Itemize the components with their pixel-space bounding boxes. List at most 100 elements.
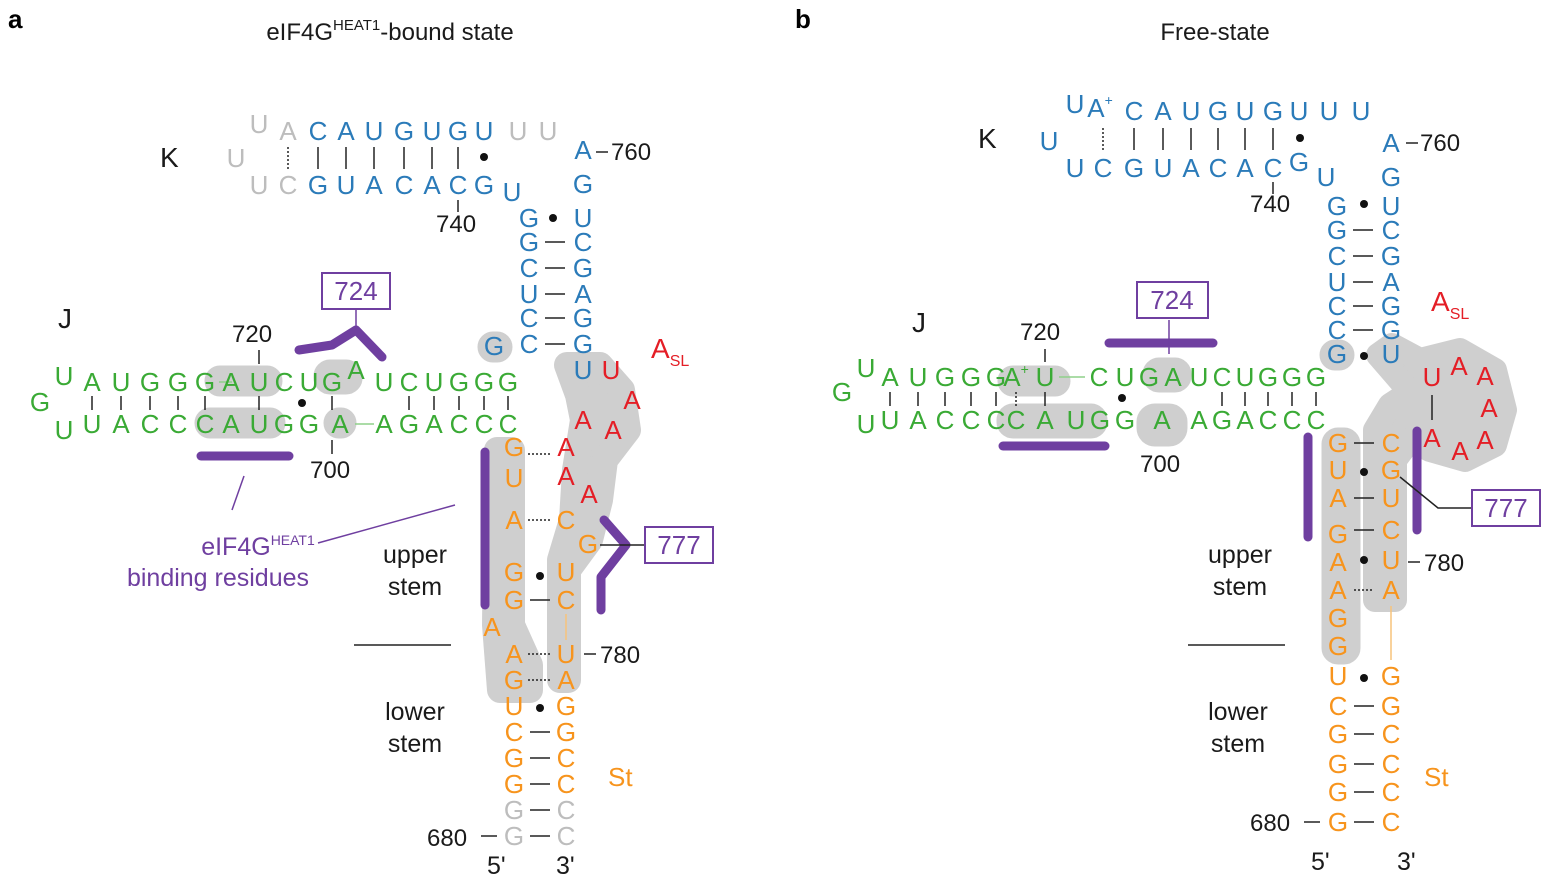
position-780: 780: [1424, 550, 1464, 577]
svg-text:U: U: [1329, 661, 1348, 691]
nucleotide: G: [573, 303, 593, 333]
svg-text:G: G: [399, 409, 419, 439]
upper-stem-label-line2: stem: [388, 573, 442, 601]
svg-text:U: U: [1382, 191, 1401, 221]
svg-text:C: C: [557, 769, 576, 799]
nucleotide: A: [279, 116, 297, 146]
panel-b-J-domain: J 720 G U U AU UA GC GC GC A+C UA U CG U…: [832, 307, 1326, 478]
svg-text:C: C: [505, 717, 524, 747]
svg-text:A: A: [1450, 351, 1468, 381]
domain-label-J: J: [58, 303, 72, 334]
svg-text:C: C: [1329, 691, 1348, 721]
svg-text:G: G: [195, 367, 215, 397]
three-prime-end: 3': [556, 852, 575, 880]
svg-text:U: U: [1067, 405, 1086, 435]
svg-text:A: A: [557, 461, 575, 491]
svg-text:G: G: [504, 432, 524, 462]
svg-text:G: G: [935, 362, 955, 392]
svg-text:U: U: [1382, 339, 1401, 369]
nucleotide: U: [503, 177, 522, 207]
svg-text:C: C: [450, 409, 469, 439]
svg-text:G: G: [1327, 191, 1347, 221]
position-700: 700: [310, 457, 350, 484]
svg-text:G: G: [1090, 405, 1110, 435]
svg-text:C: C: [475, 409, 494, 439]
svg-text:G: G: [1381, 315, 1401, 345]
nucleotide: U: [337, 170, 356, 200]
nucleotide: U: [365, 116, 384, 146]
nucleotide: G: [519, 203, 539, 233]
highlight-region: [997, 365, 1071, 397]
svg-text:U: U: [1116, 362, 1135, 392]
highlight-region: [323, 407, 357, 439]
svg-text:A: A: [505, 639, 523, 669]
nucleotide: G: [573, 329, 593, 359]
nucleotide: U: [250, 170, 269, 200]
nucleotide: G: [573, 169, 593, 199]
three-prime-end: 3': [1397, 848, 1416, 876]
nucleotide: U: [539, 116, 558, 146]
svg-text:G: G: [1328, 777, 1348, 807]
panel-b-label: b: [795, 4, 811, 34]
svg-text:C: C: [1307, 405, 1326, 435]
nucleotide: U: [250, 109, 269, 139]
position-700: 700: [1140, 451, 1180, 478]
upper-stem-label-line2: stem: [1213, 573, 1267, 601]
svg-text:C: C: [1382, 215, 1401, 245]
nucleotide: A: [423, 170, 441, 200]
panel-a-K-domain: U A C A U G U G U U U U U C G U A C A C …: [160, 109, 651, 238]
svg-text:U: U: [1317, 162, 1336, 192]
lower-stem-label: lower: [1208, 698, 1268, 726]
nucleotide: A: [337, 116, 355, 146]
highlight-region: [1321, 427, 1361, 665]
svg-text:U: U: [1066, 89, 1085, 119]
svg-text:U: U: [1290, 96, 1309, 126]
svg-text:C: C: [1382, 428, 1401, 458]
svg-text:G: G: [1381, 291, 1401, 321]
svg-text:U: U: [1182, 96, 1201, 126]
svg-text:C: C: [1382, 719, 1401, 749]
svg-text:G: G: [1208, 96, 1228, 126]
svg-text:G: G: [1328, 519, 1348, 549]
svg-text:C: C: [936, 405, 955, 435]
panel-a-title: eIF4GHEAT1-bound state: [266, 17, 513, 46]
residue-box-724: [1136, 281, 1209, 319]
residue-box-777: [644, 526, 714, 564]
highlight-region: [547, 352, 641, 693]
svg-text:C: C: [1264, 153, 1283, 183]
svg-text:C: C: [557, 585, 576, 615]
five-prime-end: 5': [487, 852, 506, 880]
nucleotide: G: [448, 116, 468, 146]
position-680: 680: [1250, 810, 1290, 837]
svg-text:G: G: [168, 367, 188, 397]
nucleotide: A: [574, 279, 592, 309]
svg-text:G: G: [504, 743, 524, 773]
svg-text:G: G: [140, 367, 160, 397]
svg-text:A: A: [425, 409, 443, 439]
nucleotide: G: [308, 170, 328, 200]
domain-label-J: J: [912, 307, 926, 338]
svg-text:A: A: [1190, 405, 1208, 435]
svg-text:G: G: [986, 362, 1006, 392]
svg-text:G: G: [1263, 96, 1283, 126]
nucleotide: U: [475, 116, 494, 146]
svg-text:A: A: [375, 409, 393, 439]
svg-text:U: U: [1066, 153, 1085, 183]
nucleotide: G: [573, 253, 593, 283]
svg-text:A: A: [557, 432, 575, 462]
svg-text:C: C: [1259, 405, 1278, 435]
nucleotide: A: [574, 135, 592, 165]
svg-text:C: C: [499, 409, 518, 439]
panel-a-label: a: [8, 4, 23, 34]
svg-text:C: C: [141, 409, 160, 439]
residue-777-label: 777: [657, 530, 700, 560]
svg-text:U: U: [1036, 362, 1055, 392]
svg-text:C: C: [1007, 405, 1026, 435]
panel-a-binding-bars: [196, 325, 631, 615]
svg-text:G: G: [1306, 362, 1326, 392]
domain-label-ASL: ASL: [1431, 286, 1469, 323]
svg-text:A: A: [347, 355, 365, 385]
svg-text:A: A: [1182, 153, 1200, 183]
svg-text:C: C: [557, 795, 576, 825]
svg-text:U: U: [505, 463, 524, 493]
